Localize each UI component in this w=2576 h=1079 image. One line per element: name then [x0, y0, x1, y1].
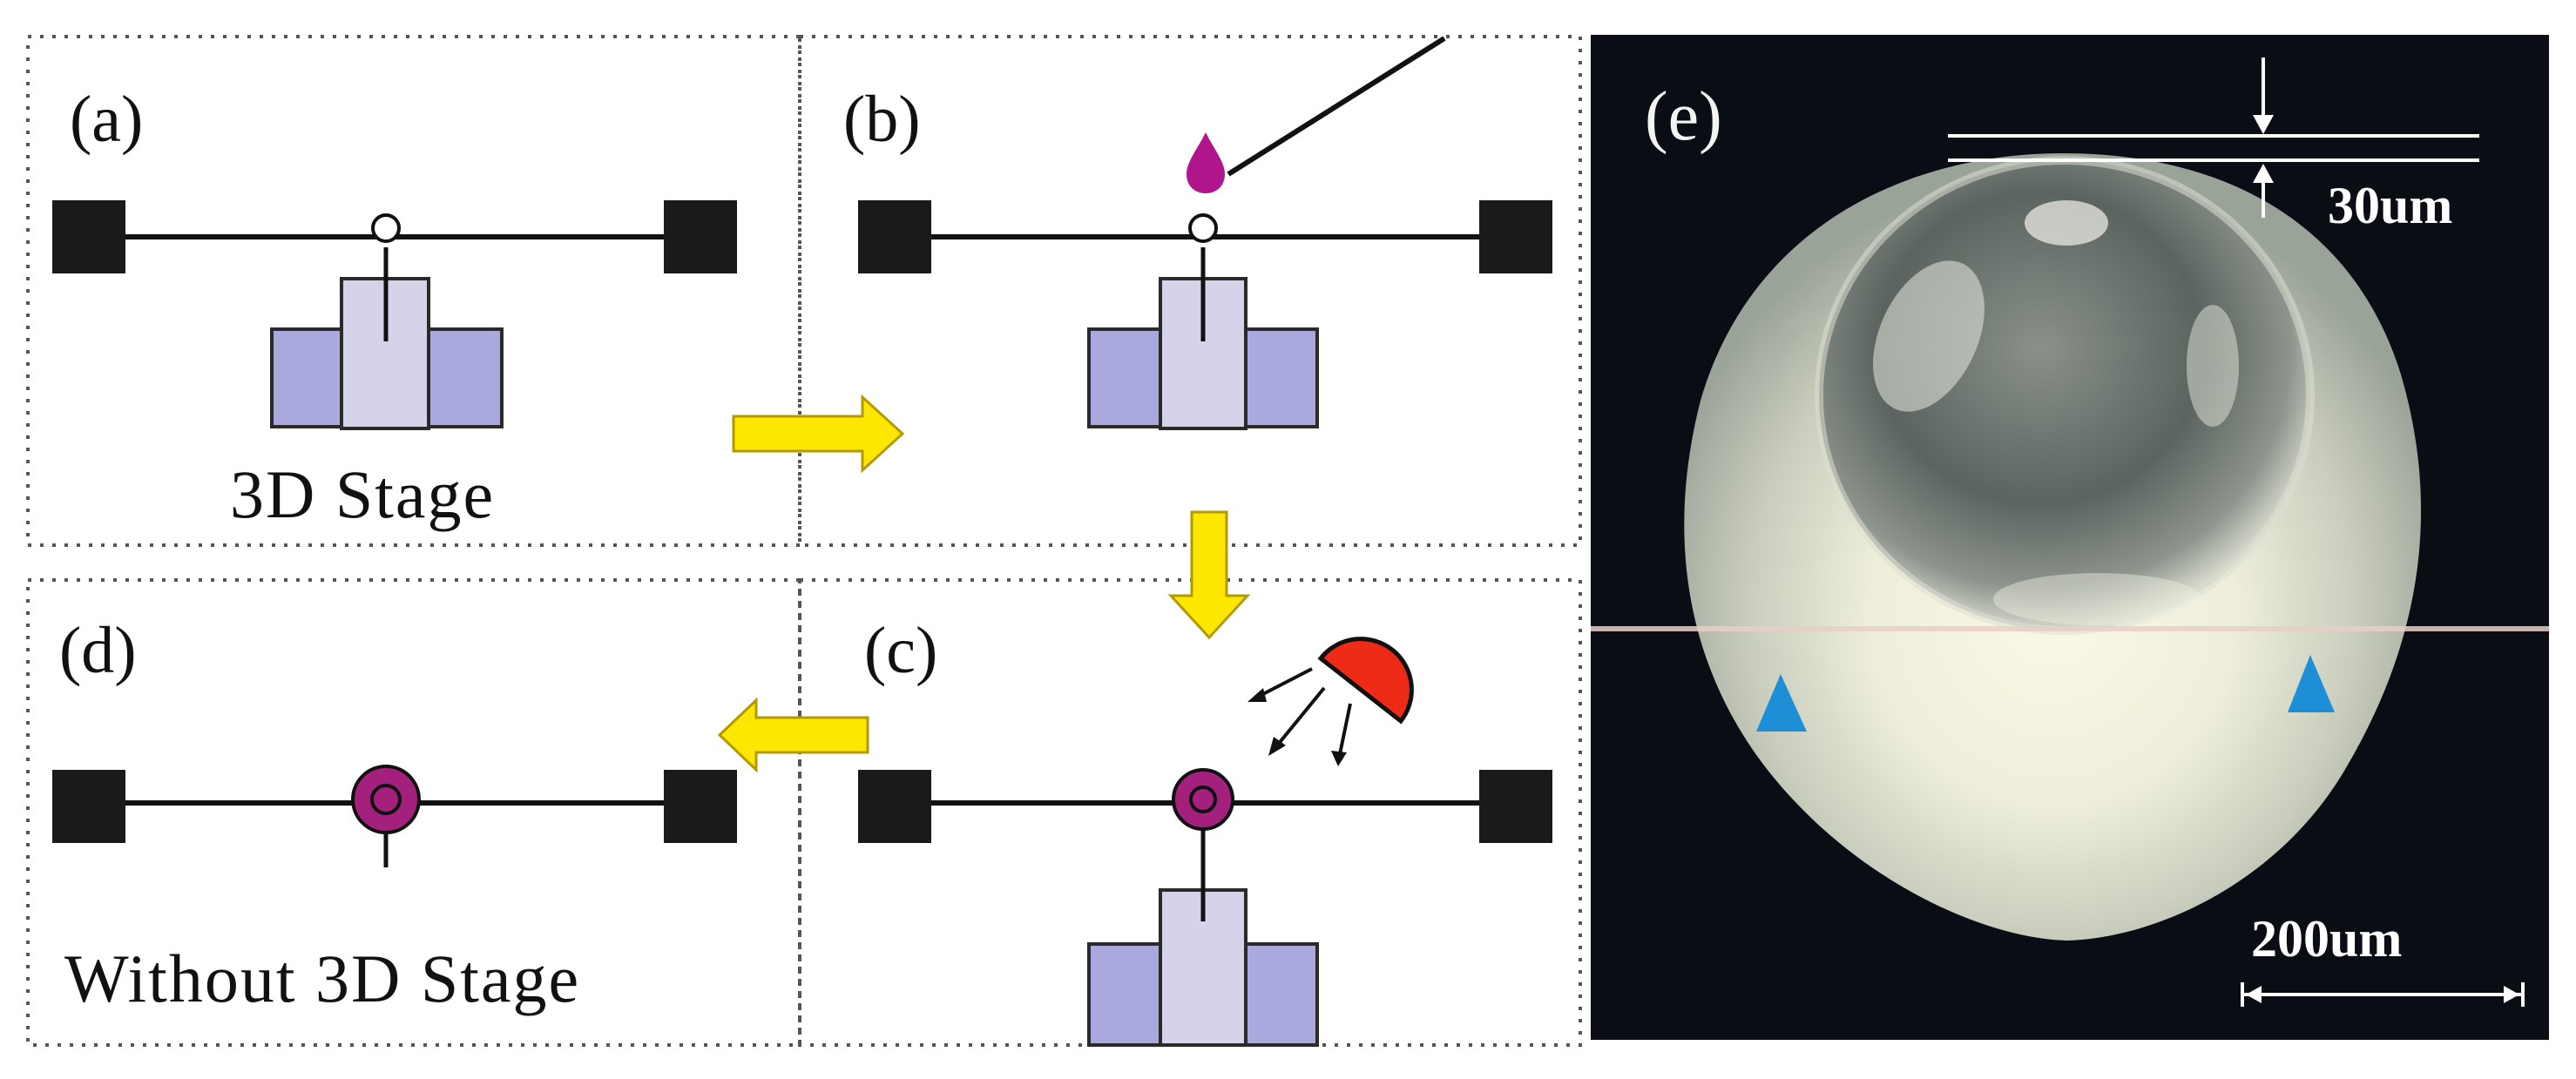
light-ray-icon — [1338, 703, 1352, 755]
right-marker-triangle — [2288, 655, 2335, 712]
panel-b-frame — [798, 35, 1582, 547]
panel-a-label: (a) — [70, 83, 143, 156]
right-clamp-block — [664, 770, 737, 843]
droplet-icon — [1187, 132, 1225, 193]
flow-arrow-left — [717, 697, 869, 773]
panel-b: (b) — [798, 35, 1582, 547]
left-marker-triangle — [1756, 674, 1807, 732]
flow-arrow-down — [1167, 510, 1251, 640]
microsphere-core — [1189, 786, 1217, 813]
panel-d: (d) Without 3D Stage — [26, 578, 801, 1047]
panel-e-label: (e) — [1645, 78, 1722, 155]
light-ray-arrowhead — [1331, 751, 1347, 766]
uv-lamp-icon — [1317, 637, 1414, 725]
microsphere-core — [370, 784, 402, 815]
highlight — [2187, 305, 2239, 427]
light-ray-icon — [1257, 667, 1313, 698]
scale-arrowhead-right — [2504, 986, 2519, 1003]
panel-d-label: (d) — [59, 614, 137, 687]
left-clamp-block — [858, 200, 931, 273]
scale-bar-label: 200um — [2251, 910, 2402, 968]
panel-c: (c) — [798, 578, 1582, 1047]
dispensing-needle — [1227, 36, 1446, 177]
panel-a-frame — [26, 35, 801, 547]
highlight — [2025, 200, 2108, 246]
gap-arrowhead-down — [2253, 115, 2274, 134]
microsphere-icon — [1172, 768, 1234, 831]
gap-arrowhead-up — [2253, 164, 2274, 183]
highlight — [1993, 573, 2202, 625]
fiber-tip-circle — [1188, 213, 1218, 243]
highlight — [1873, 260, 1984, 412]
panel-a-caption: 3D Stage — [230, 456, 495, 532]
right-clamp-block — [1479, 770, 1552, 843]
light-ray-arrowhead — [1247, 688, 1267, 702]
panel-d-frame — [26, 578, 801, 1047]
light-ray-icon — [1275, 686, 1326, 747]
gap-label: 30um — [2328, 177, 2452, 234]
panel-b-label: (b) — [843, 83, 921, 156]
panel-e-photo: (e) 30um 200um — [1591, 35, 2549, 1040]
panel-c-label: (c) — [864, 614, 937, 687]
flow-arrow-right — [732, 394, 905, 474]
fiber-tip-circle — [371, 213, 401, 243]
right-clamp-block — [664, 200, 737, 273]
panel-a: (a) 3D Stage — [26, 35, 801, 547]
scale-arrowhead-left — [2246, 986, 2262, 1003]
left-clamp-block — [858, 770, 931, 843]
right-clamp-block — [1479, 200, 1552, 273]
panel-d-caption: Without 3D Stage — [64, 941, 580, 1016]
microsphere-icon — [351, 765, 421, 834]
light-ray-arrowhead — [1268, 737, 1286, 756]
left-clamp-block — [52, 770, 125, 843]
left-clamp-block — [52, 200, 125, 273]
